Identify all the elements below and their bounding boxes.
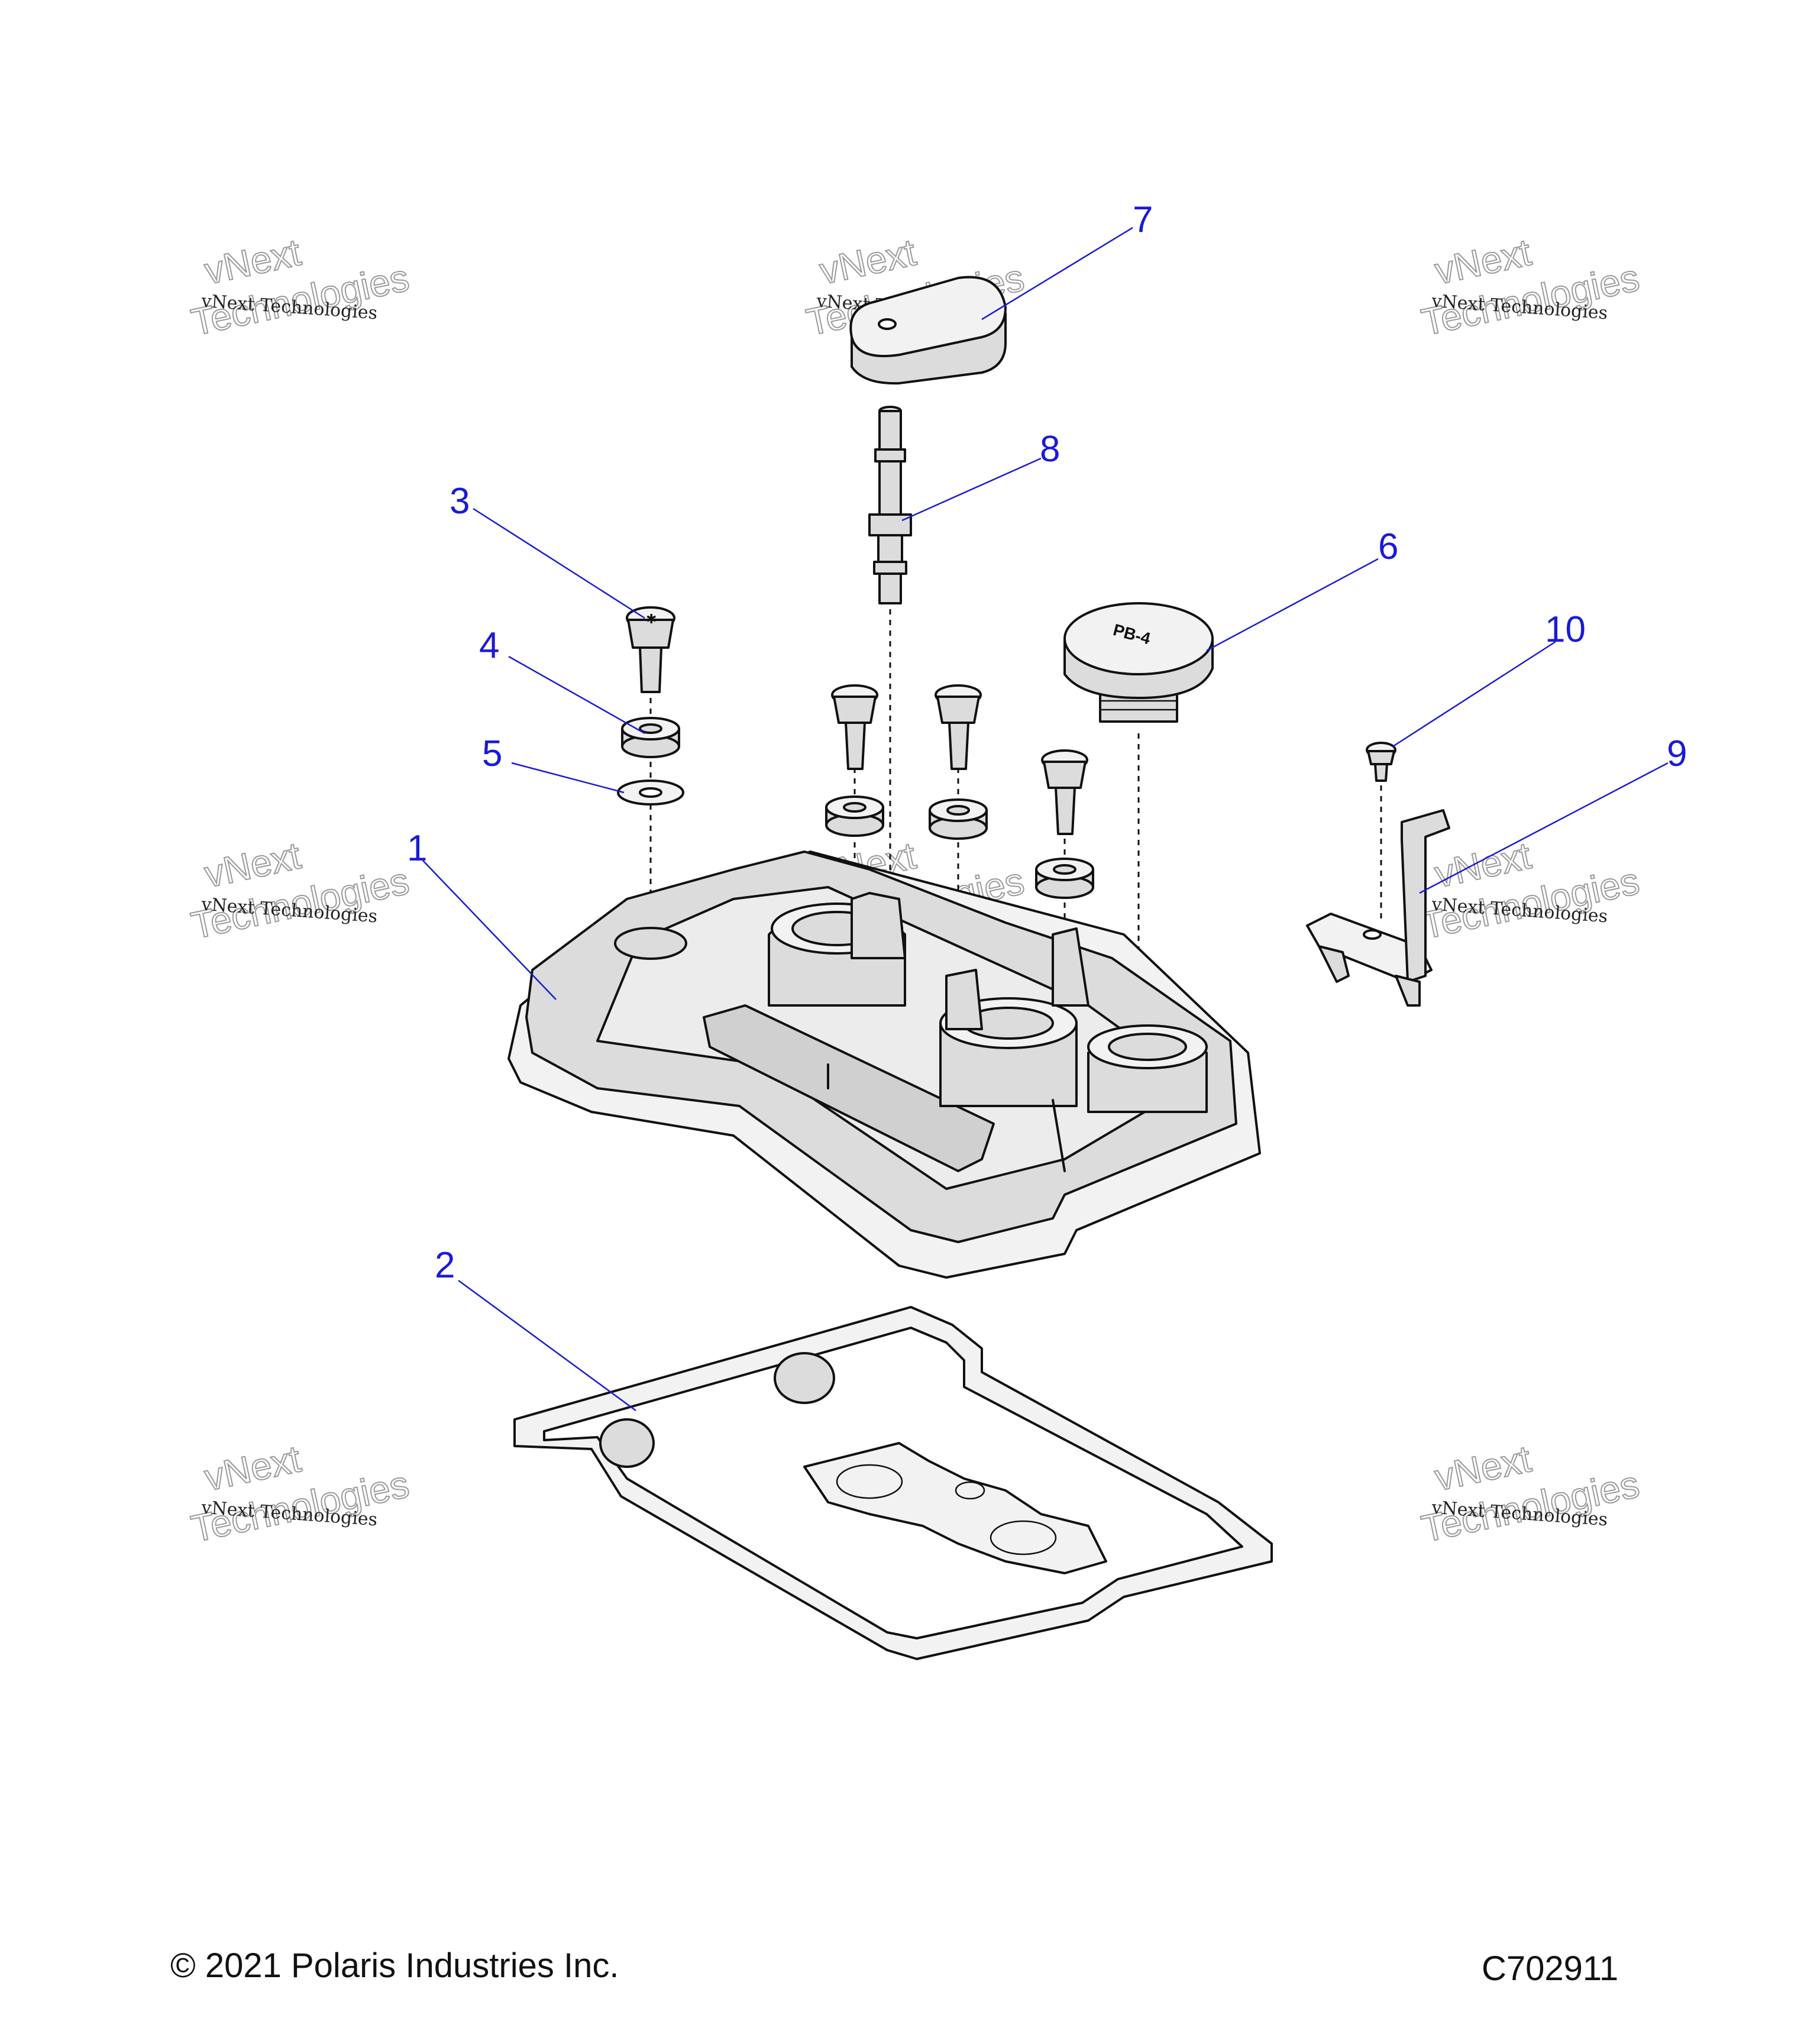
gasket-hole-3 — [990, 1520, 1057, 1555]
callout-4: 4 — [479, 625, 499, 666]
leader-9 — [1419, 762, 1669, 894]
leader-10 — [1392, 641, 1556, 748]
grommet-part — [621, 717, 680, 758]
callout-5: 5 — [482, 733, 502, 774]
callout-numbers: 1 2 3 4 5 6 7 8 9 10 — [407, 199, 1687, 1286]
cover-bolts — [831, 684, 1088, 835]
cover-oil-neck-inner — [1108, 1033, 1187, 1061]
grommet-a — [825, 795, 884, 837]
callout-2: 2 — [435, 1245, 455, 1286]
leader-8 — [901, 457, 1042, 522]
watermark-bottom-right: vNext Technologies vNext Technologies — [1417, 1437, 1643, 1551]
leader-4 — [508, 655, 645, 735]
callout-8: 8 — [1040, 429, 1060, 470]
bolt-c — [1041, 749, 1088, 835]
grommet-c — [1035, 858, 1094, 899]
callout-1: 1 — [407, 828, 427, 869]
watermark-top-right: vNext Technologies vNext Technologies — [1417, 230, 1643, 344]
fitting-part — [868, 406, 912, 604]
cover-tower-a — [945, 969, 983, 1030]
gasket-plug-2 — [774, 1352, 835, 1404]
washer-part — [617, 780, 684, 806]
leader-2 — [458, 1279, 636, 1412]
callout-9: 9 — [1667, 733, 1687, 774]
diagram-id: C702911 — [1482, 1949, 1619, 1988]
gasket-plug-1 — [599, 1418, 655, 1468]
watermark-top-left: vNext Technologies vNext Technologies — [187, 230, 413, 344]
watermark-mid-left: vNext Technologies vNext Technologies — [187, 833, 413, 947]
copyright-text: © 2021 Polaris Industries Inc. — [170, 1946, 619, 1985]
leader-1 — [422, 860, 557, 1000]
grommet-b — [929, 798, 988, 840]
screw-part — [1366, 742, 1396, 782]
bolt-b — [935, 684, 982, 770]
callout-3: 3 — [450, 481, 470, 522]
callout-10: 10 — [1545, 609, 1586, 650]
gasket-part — [513, 1306, 1273, 1660]
valve-cover-part — [507, 850, 1261, 1279]
bolt-part: ✱ — [626, 606, 675, 693]
watermark-bottom-left: vNext Technologies vNext Technologies — [187, 1437, 413, 1551]
bracket-part — [1306, 809, 1450, 1007]
cover-tower-b — [1052, 927, 1089, 1007]
gasket-hole-2 — [955, 1481, 985, 1500]
cover-grommets — [825, 795, 1094, 899]
callout-6: 6 — [1378, 526, 1398, 567]
leader-3 — [473, 507, 645, 619]
leader-5 — [511, 762, 625, 794]
bolt-a — [831, 684, 878, 770]
oil-cap-part: PB-4 — [1063, 602, 1214, 723]
cover-boss-left — [614, 927, 687, 960]
leader-6 — [1206, 558, 1379, 652]
leader-7 — [981, 227, 1133, 321]
callout-7: 7 — [1133, 199, 1153, 240]
callout-leaders — [422, 227, 1669, 1412]
gasket-hole-1 — [836, 1464, 903, 1499]
svg-text:✱: ✱ — [646, 612, 657, 627]
cap-part — [849, 276, 1007, 385]
